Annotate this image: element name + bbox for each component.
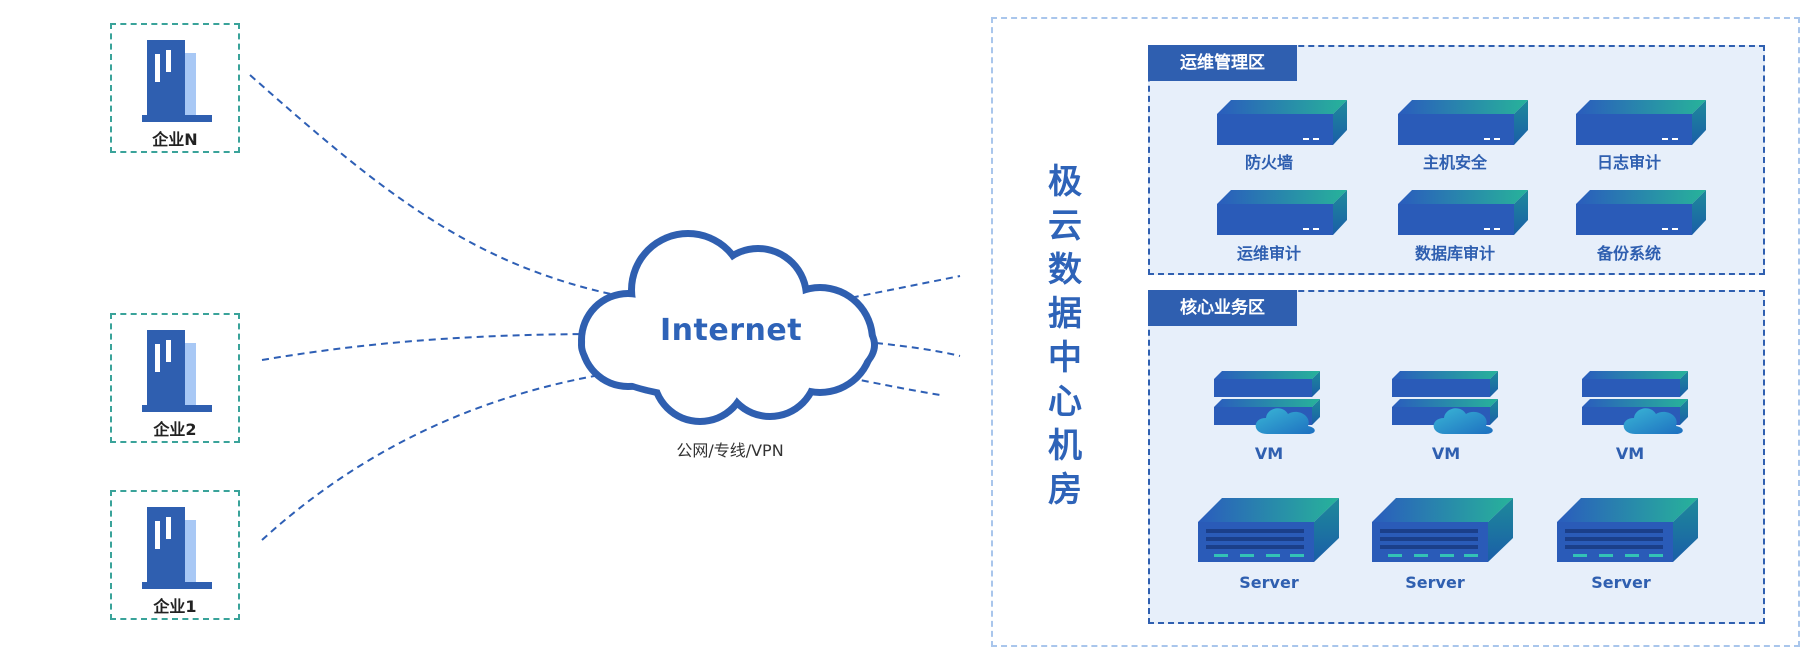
backup-system-icon xyxy=(1576,190,1706,235)
vm-icon xyxy=(1392,371,1498,434)
server-label: Server xyxy=(1405,573,1465,592)
link-ent-2 xyxy=(261,333,587,361)
cloud-label: Internet xyxy=(660,313,803,348)
building-icon xyxy=(142,330,212,412)
server-label: Server xyxy=(1239,573,1299,592)
vm-label: VM xyxy=(1254,444,1284,463)
ops-audit-icon xyxy=(1217,190,1347,235)
vm-label: VM xyxy=(1615,444,1645,463)
building-icon xyxy=(142,507,212,589)
building-icon xyxy=(142,40,212,122)
db-audit-icon xyxy=(1398,190,1528,235)
enterprise-2-label: 企业2 xyxy=(153,420,197,439)
server-label: Server xyxy=(1591,573,1651,592)
device-label: 日志审计 xyxy=(1596,153,1661,172)
host-security-icon xyxy=(1398,100,1528,145)
log-audit-icon xyxy=(1576,100,1706,145)
vm-icon xyxy=(1582,371,1688,434)
link-ent-n xyxy=(249,74,621,297)
enterprise-n-label: 企业N xyxy=(152,130,198,149)
vm-icon xyxy=(1214,371,1320,434)
device-label: 运维审计 xyxy=(1236,244,1301,263)
server-icon xyxy=(1557,498,1698,562)
server-icon xyxy=(1372,498,1513,562)
device-label: 数据库审计 xyxy=(1414,244,1495,263)
link-ent-1 xyxy=(261,374,601,541)
enterprise-n-box: 企业N xyxy=(110,23,240,153)
device-label: 备份系统 xyxy=(1596,244,1661,263)
ops-zone-title: 运维管理区 xyxy=(1148,45,1297,81)
cloud-caption: 公网/专线/VPN xyxy=(676,441,784,460)
device-label: 主机安全 xyxy=(1422,153,1487,172)
cloud-icon xyxy=(578,230,878,425)
enterprise-1-label: 企业1 xyxy=(153,597,197,616)
core-zone-title: 核心业务区 xyxy=(1148,290,1297,326)
datacenter-boundary xyxy=(991,17,1800,647)
core-zone: 核心业务区 xyxy=(1148,290,1765,624)
enterprise-2-box: 企业2 xyxy=(110,313,240,443)
ops-zone: 运维管理区 xyxy=(1148,45,1765,275)
device-label: 防火墙 xyxy=(1244,153,1293,172)
enterprise-1-box: 企业1 xyxy=(110,490,240,620)
vm-label: VM xyxy=(1431,444,1461,463)
server-icon xyxy=(1198,498,1339,562)
datacenter-title: 极云数据中心机房 xyxy=(1048,162,1082,510)
link-dc-2 xyxy=(875,342,961,357)
firewall-icon xyxy=(1217,100,1347,145)
